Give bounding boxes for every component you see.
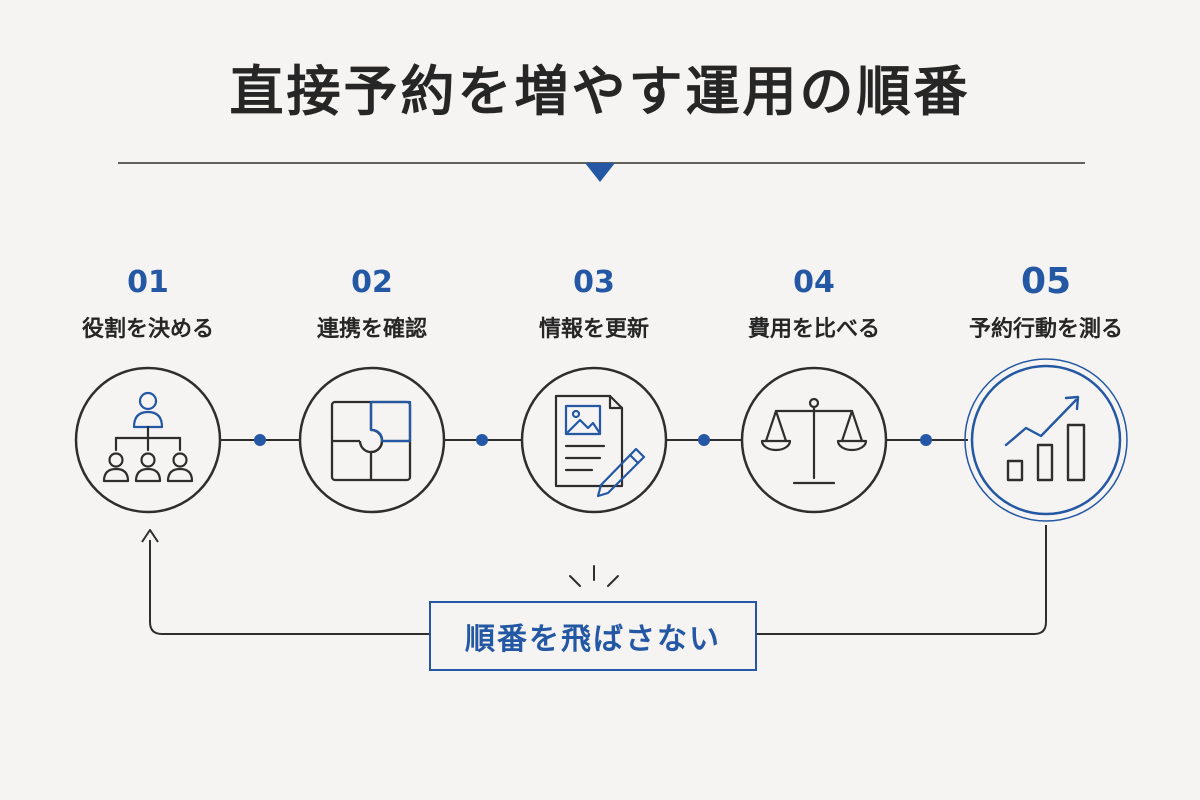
- step-number-1: 01: [127, 265, 169, 300]
- connector-dot-4: [920, 434, 932, 446]
- org-chart-icon: [102, 391, 194, 483]
- title-pointer: [585, 163, 615, 182]
- page-title: 直接予約を増やす運用の順番: [229, 60, 971, 123]
- loop-note-box: 順番を飛ばさない: [429, 601, 757, 671]
- step-label-1: 役割を決める: [81, 317, 214, 342]
- connector-dot-2: [476, 434, 488, 446]
- connector-dot-1: [254, 434, 266, 446]
- step-number-5: 05: [1020, 261, 1072, 302]
- step-label-5: 予約行動を測る: [968, 317, 1123, 342]
- loop-note-text: 順番を飛ばさない: [465, 622, 721, 657]
- puzzle-icon: [330, 400, 412, 482]
- step-circle-3: [520, 366, 668, 514]
- bar-chart-growth-icon: [1004, 395, 1086, 482]
- document-edit-icon: [554, 394, 646, 498]
- step-label-3: 情報を更新: [538, 317, 649, 342]
- step-circle-4: [740, 366, 888, 514]
- step-circle-5: [970, 364, 1122, 516]
- balance-scale-icon: [760, 397, 868, 485]
- step-number-3: 03: [573, 265, 615, 300]
- feedback-loop-arrowhead: [141, 529, 159, 543]
- step-number-4: 04: [793, 265, 835, 300]
- step-circle-5-outer: [964, 358, 1128, 522]
- connector-dot-3: [698, 434, 710, 446]
- step-circle-1: [74, 366, 222, 514]
- step-circle-2: [298, 366, 446, 514]
- step-number-2: 02: [351, 265, 393, 300]
- step-label-2: 連携を確認: [316, 317, 427, 342]
- step-label-4: 費用を比べる: [747, 317, 880, 342]
- emphasis-ticks: [569, 565, 619, 587]
